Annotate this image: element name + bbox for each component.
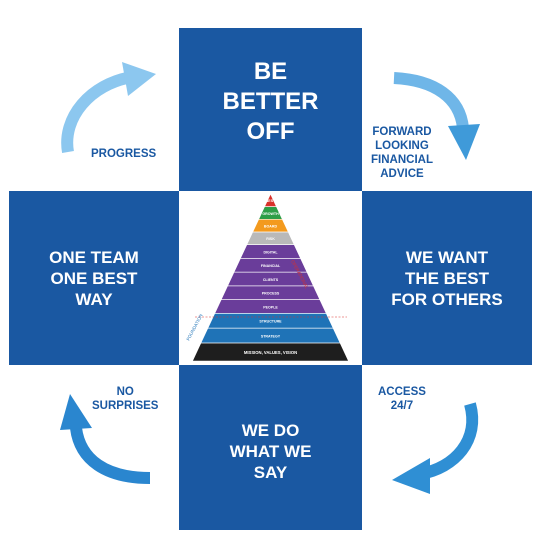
tile-bottom-text: WE DO WHAT WE SAY	[229, 421, 312, 482]
tile-top-text: BE BETTER OFF	[222, 57, 319, 145]
pyramid-level-label: CLIENTS	[263, 278, 279, 282]
arrow-progress-icon	[61, 62, 156, 154]
tile-want-best: WE WANT THE BEST FOR OTHERS	[362, 191, 532, 365]
pyramid-level-label: STRUCTURE	[259, 320, 282, 324]
arrow-access-icon	[392, 402, 479, 494]
label-progress: PROGRESS	[91, 148, 157, 160]
pyramid-level-label: MISSION, VALUES, VISION	[244, 350, 297, 355]
label-forward-looking-advice: FORWARD LOOKING FINANCIAL ADVICE	[371, 126, 433, 180]
pyramid-diagram: BEST GROWTH BOARD RISK DIGITAL FINANCIAL CLIEN…	[179, 191, 362, 370]
pyramid-level-label: PROCESS	[262, 292, 280, 296]
pyramid-level-label: DIGITAL	[263, 250, 278, 254]
arrow-nosurprises-icon	[60, 394, 151, 484]
pyramid-level-label: BEST	[266, 199, 276, 203]
pyramid-panel: BEST GROWTH BOARD RISK DIGITAL FINANCIAL CLIEN…	[179, 191, 362, 367]
tile-be-better-off: BE BETTER OFF	[179, 28, 362, 191]
label-no-surprises: NO SURPRISES	[92, 386, 159, 412]
pyramid-level	[192, 342, 349, 362]
pyramid-svg: BEST GROWTH BOARD RISK DIGITAL FINANCIAL CLIEN…	[185, 193, 349, 367]
tile-right-text: WE WANT THE BEST FOR OTHERS	[391, 247, 503, 309]
pyramid-level-label: GROWTH	[262, 212, 279, 216]
tile-left-text: ONE TEAM ONE BEST WAY	[49, 247, 139, 309]
arrow-advice-icon	[393, 72, 480, 160]
label-access-24-7: ACCESS 24/7	[378, 386, 426, 412]
tile-one-team: ONE TEAM ONE BEST WAY	[9, 191, 179, 365]
pyramid-level-label: BOARD	[264, 225, 278, 229]
pyramid-side-left: FOUNDATION	[185, 313, 203, 341]
pyramid-level-label: PEOPLE	[263, 305, 278, 309]
tile-do-what-we-say: WE DO WHAT WE SAY	[179, 365, 362, 530]
pyramid-level-label: FINANCIAL	[261, 264, 281, 268]
pyramid-level-label: STRATEGY	[261, 334, 281, 338]
pyramid-level-label: RISK	[266, 237, 275, 241]
